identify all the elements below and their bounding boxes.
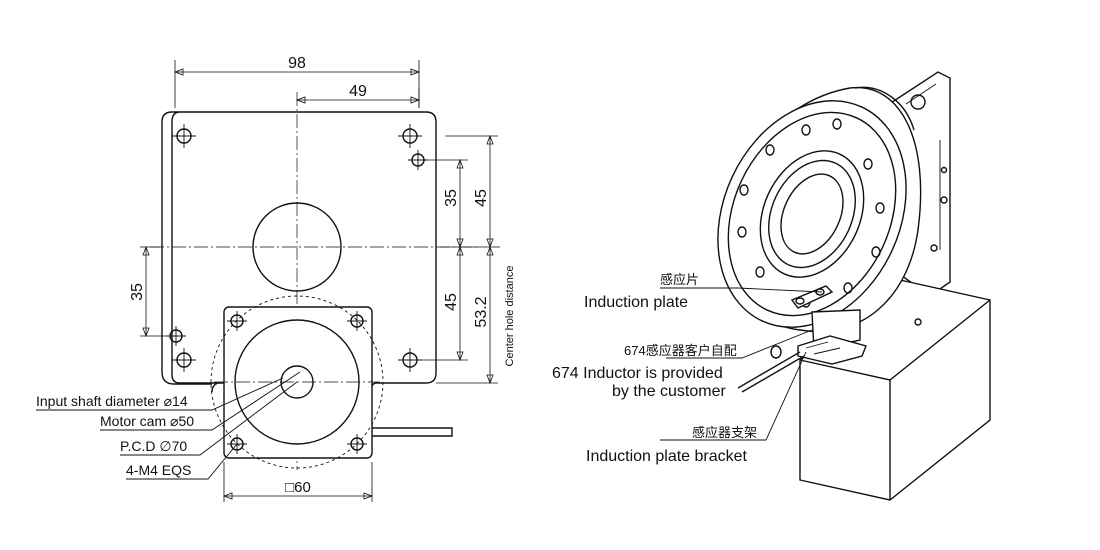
pcd-circle [210,295,384,469]
dim-35-right: 35 [443,189,460,207]
motor-screw-br [347,434,367,454]
iso-center-bore-inner [780,173,844,255]
label-induction-plate-en: Induction plate [584,294,688,311]
dim-45-right: 45 [473,189,490,207]
iso-table-face [717,100,907,328]
iso-sensor-cable [737,351,805,393]
dim-square-60: □60 [285,479,311,496]
front-view: 98 49 35 45 45 53.2 Center hole distance… [36,55,516,502]
dim-98: 98 [288,55,306,72]
iso-induction-plate [790,285,834,309]
motor-screw-tr [347,311,367,331]
dim-35-left: 35 [129,283,146,301]
dim-53-2: 53.2 [473,296,490,327]
dim-45-right-lower: 45 [443,293,460,311]
callout-input-shaft: Input shaft diameter ⌀14 [36,393,188,409]
motor-cable [372,427,453,437]
motor-square [223,306,373,459]
center-hole-distance-label: Center hole distance [504,266,516,367]
motor-screw-tl [227,311,247,331]
isometric-view: 感应片 Induction plate 674感应器客户自配 674 Induc… [552,71,991,501]
iso-center-bore-outer [759,150,865,278]
label-induction-plate-cn: 感应片 [660,272,699,287]
callout-screws: 4-M4 EQS [126,462,191,478]
label-inductor-en-1: 674 Inductor is provided [552,365,723,382]
plate-left-edge [161,122,212,385]
iso-face-bolt-holes [737,118,885,308]
callout-motor-cam: Motor cam ⌀50 [100,413,194,429]
label-inductor-cn: 674感应器客户自配 [624,343,737,358]
plate-hole-bottom-left [172,348,196,372]
label-bracket-en: Induction plate bracket [586,448,748,465]
label-bracket-cn: 感应器支架 [692,425,757,440]
callout-pcd: P.C.D ∅70 [120,438,187,454]
label-inductor-en-2: by the customer [612,383,727,400]
dim-49: 49 [349,83,367,100]
plate-hole-top-right [398,124,422,148]
plate-hole-top-left [172,124,196,148]
